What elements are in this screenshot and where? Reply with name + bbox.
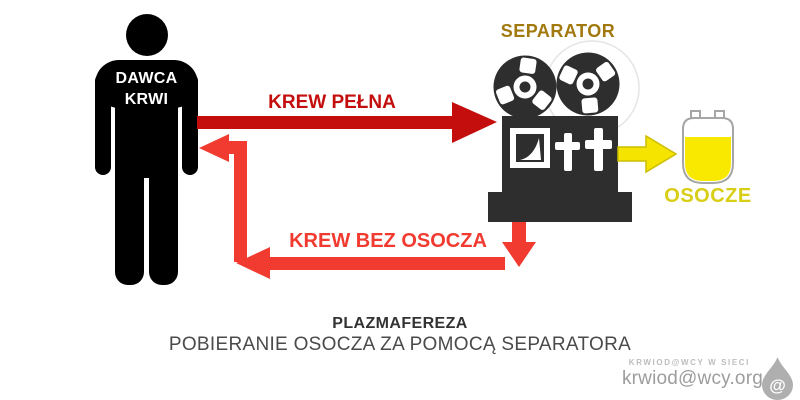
donor-leg-right <box>149 163 178 285</box>
return-bottom-segment <box>270 257 505 270</box>
machine-screen-graph <box>520 138 541 160</box>
arrowhead-down <box>502 242 536 267</box>
watermark-line1: KRWIOD@WCY W SIECI <box>628 358 750 367</box>
watermark-line2: krwiod@wcy.org <box>621 368 763 389</box>
donor-label-line1: DAWCA <box>115 70 178 87</box>
drop-at-symbol: @ <box>769 376 786 395</box>
plasma-liquid <box>685 137 731 181</box>
arrowhead-into-donor <box>199 134 229 162</box>
whole-blood-arrow <box>197 102 497 143</box>
donor-arm-right <box>182 73 198 175</box>
donor-torso <box>115 68 178 178</box>
watermark-drop-logo: @ <box>762 357 793 400</box>
arrowhead-return-left <box>236 247 270 279</box>
donor-head <box>126 14 168 56</box>
caption-subtitle: POBIERANIE OSOCZA ZA POMOCĄ SEPARATORA <box>168 334 632 355</box>
donor-label: DAWCA KRWI <box>93 68 200 110</box>
machine-base <box>488 192 632 222</box>
return-blood-arrow <box>199 134 536 279</box>
caption-title: PLAZMAFEREZA <box>332 315 468 332</box>
donor-label-line2: KRWI <box>124 91 169 108</box>
drop-icon <box>762 357 793 400</box>
reel-left-icon <box>493 55 557 119</box>
donor-leg-left <box>115 163 144 285</box>
plasma-bag <box>682 110 734 184</box>
separator-label: SEPARATOR <box>500 21 616 41</box>
reel-right-icon <box>556 52 620 116</box>
donor-arm-left <box>95 73 111 175</box>
plasma-arrow <box>617 134 678 174</box>
return-blood-label: KREW BEZ OSOCZA <box>289 230 487 252</box>
donor-silhouette <box>95 14 198 285</box>
plasma-bag-label: OSOCZE <box>664 185 752 207</box>
machine-valves-icon <box>555 128 612 171</box>
whole-blood-label: KREW PEŁNA <box>268 92 396 113</box>
separator-machine <box>488 52 632 222</box>
return-vertical-segment <box>234 141 247 262</box>
